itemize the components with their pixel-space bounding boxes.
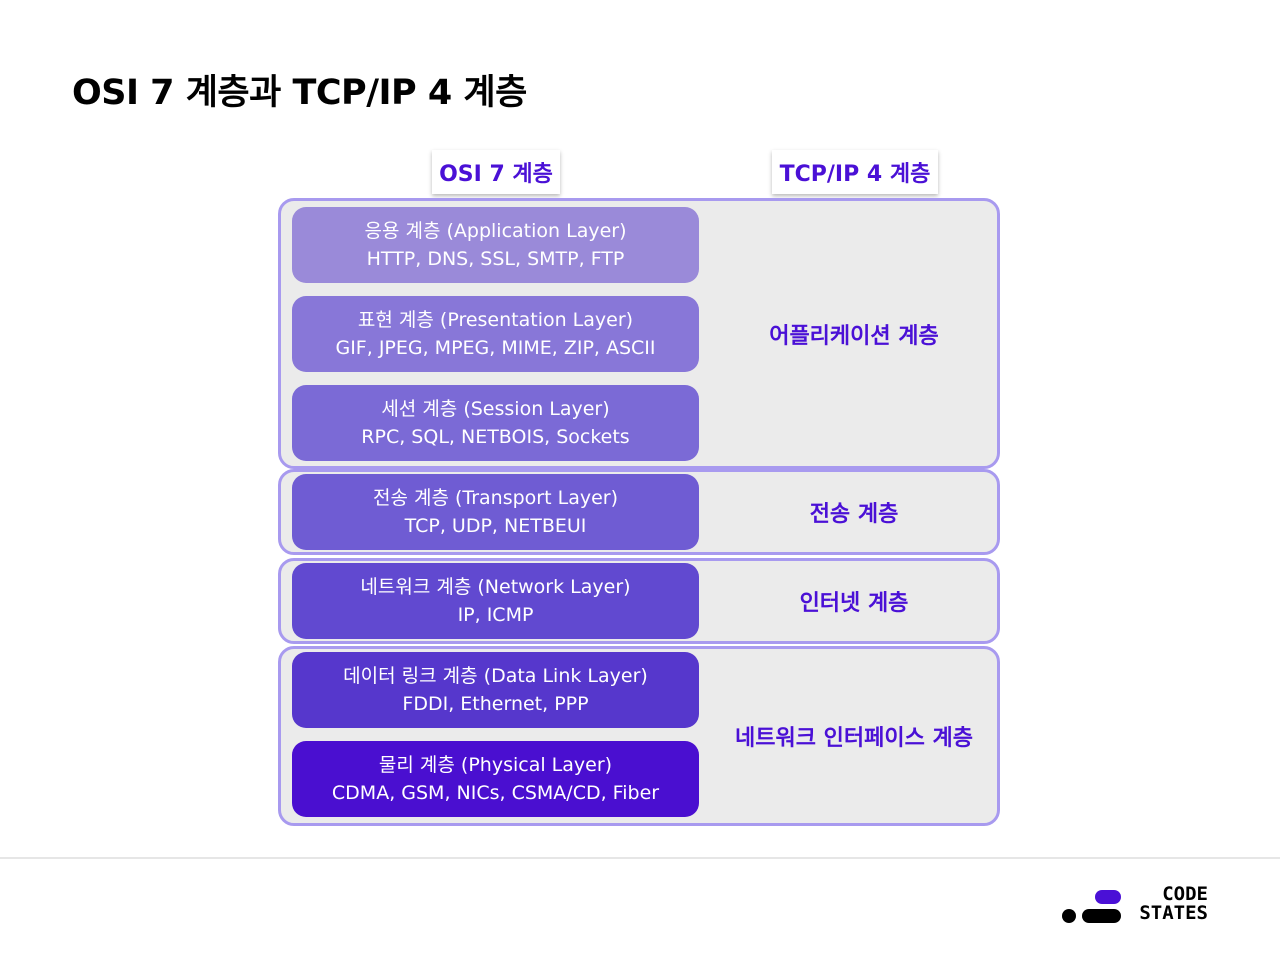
tcpip-column-header: TCP/IP 4 계층 bbox=[772, 150, 938, 194]
logo-bar-top-shape bbox=[1095, 890, 1121, 904]
layer-protocols: CDMA, GSM, NICs, CSMA/CD, Fiber bbox=[331, 782, 660, 804]
layer-name: 세션 계층 (Session Layer) bbox=[381, 398, 610, 420]
osi-layer-datalink: 데이터 링크 계층 (Data Link Layer) FDDI, Ethern… bbox=[292, 652, 699, 728]
layer-name: 물리 계층 (Physical Layer) bbox=[378, 754, 613, 776]
layer-name: 전송 계층 (Transport Layer) bbox=[373, 487, 618, 509]
osi-layer-application: 응용 계층 (Application Layer) HTTP, DNS, SSL… bbox=[292, 207, 699, 283]
osi-layer-physical: 물리 계층 (Physical Layer) CDMA, GSM, NICs, … bbox=[292, 741, 699, 817]
layer-protocols: GIF, JPEG, MPEG, MIME, ZIP, ASCII bbox=[335, 337, 656, 359]
logo-wordmark: CODE STATES bbox=[1130, 885, 1208, 923]
layer-name: 표현 계층 (Presentation Layer) bbox=[357, 309, 634, 331]
osi-layer-presentation: 표현 계층 (Presentation Layer) GIF, JPEG, MP… bbox=[292, 296, 699, 372]
tcpip-layer-application: 어플리케이션 계층 bbox=[769, 323, 939, 349]
layer-name: 데이터 링크 계층 (Data Link Layer) bbox=[343, 665, 648, 687]
tcpip-layer-transport: 전송 계층 bbox=[809, 502, 899, 527]
logo-line2: STATES bbox=[1139, 902, 1208, 924]
layer-protocols: RPC, SQL, NETBOIS, Sockets bbox=[361, 426, 630, 448]
layer-name: 네트워크 계층 (Network Layer) bbox=[360, 576, 631, 598]
layer-name: 응용 계층 (Application Layer) bbox=[364, 220, 627, 242]
layer-protocols: FDDI, Ethernet, PPP bbox=[402, 693, 589, 715]
tcpip-layer-network-interface: 네트워크 인터페이스 계층 bbox=[735, 726, 973, 751]
osi-layer-transport: 전송 계층 (Transport Layer) TCP, UDP, NETBEU… bbox=[292, 474, 699, 550]
osi-layer-network: 네트워크 계층 (Network Layer) IP, ICMP bbox=[292, 563, 699, 639]
osi-column-header: OSI 7 계층 bbox=[432, 150, 560, 194]
footer-divider bbox=[0, 857, 1280, 859]
page-title: OSI 7 계층과 TCP/IP 4 계층 bbox=[72, 73, 527, 113]
tcpip-layer-internet: 인터넷 계층 bbox=[799, 591, 909, 616]
logo-line1: CODE bbox=[1162, 883, 1208, 905]
layer-protocols: TCP, UDP, NETBEUI bbox=[404, 515, 587, 537]
layer-protocols: HTTP, DNS, SSL, SMTP, FTP bbox=[366, 248, 625, 270]
codestates-logo: CODE STATES bbox=[1060, 885, 1220, 931]
logo-dot-shape bbox=[1062, 909, 1076, 923]
logo-bar-bottom-shape bbox=[1082, 909, 1121, 923]
layer-protocols: IP, ICMP bbox=[457, 604, 534, 626]
osi-layer-session: 세션 계층 (Session Layer) RPC, SQL, NETBOIS,… bbox=[292, 385, 699, 461]
